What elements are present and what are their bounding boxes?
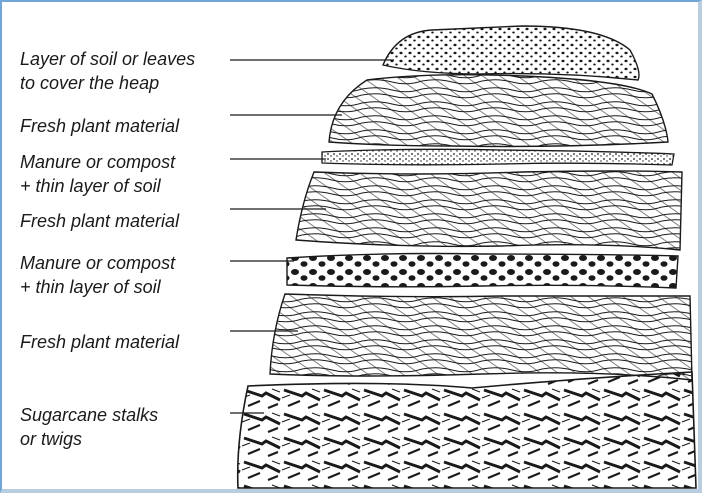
layer-sugarcane-stalks [238, 372, 696, 488]
label-fresh-plant-3: Fresh plant material [20, 330, 179, 354]
layer-fresh-plant-3 [270, 294, 692, 380]
heap-layers [238, 26, 696, 488]
label-manure-2: Manure or compost+ thin layer of soil [20, 251, 175, 299]
layer-fresh-plant-1 [329, 75, 668, 147]
layer-soil-cover [383, 26, 639, 80]
layer-fresh-plant-2 [296, 171, 682, 250]
layer-manure-1 [322, 149, 674, 165]
label-manure-1: Manure or compost+ thin layer of soil [20, 150, 175, 198]
label-fresh-plant-1: Fresh plant material [20, 114, 179, 138]
label-fresh-plant-2: Fresh plant material [20, 209, 179, 233]
layer-manure-2 [287, 254, 678, 289]
